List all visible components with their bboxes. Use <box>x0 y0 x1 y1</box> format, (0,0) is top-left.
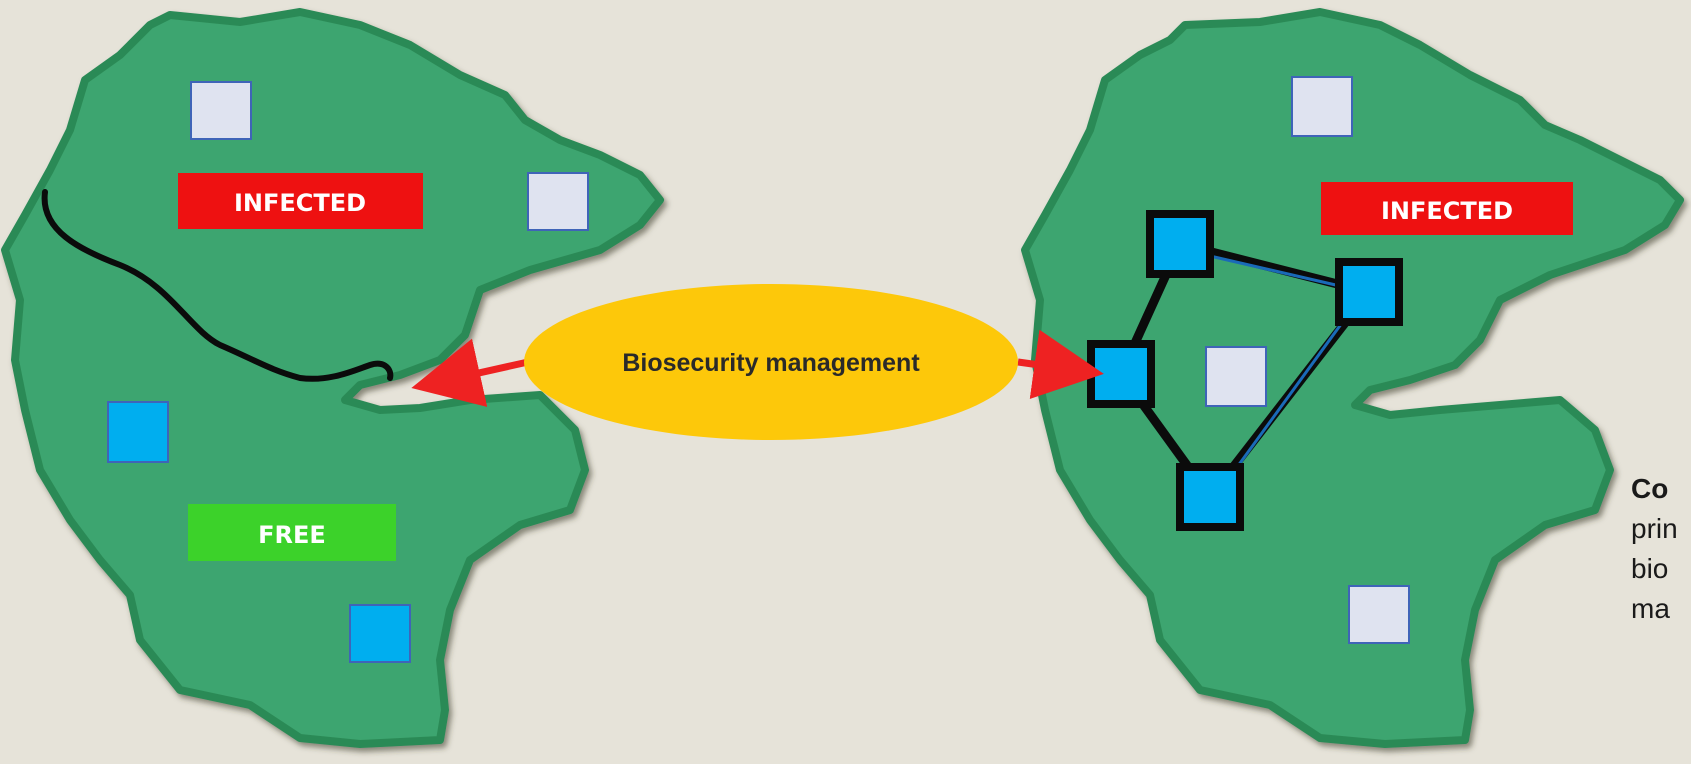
arrow-to-right-region <box>1017 329 1104 399</box>
farm-empty-icon <box>1291 76 1353 137</box>
network-farm-icon <box>1335 258 1403 326</box>
farm-empty-icon <box>1205 346 1267 407</box>
farm-managed-icon <box>107 401 169 463</box>
network-farm-icon <box>1146 210 1214 278</box>
side-caption-line-4: ma <box>1631 593 1670 624</box>
farm-empty-icon <box>1348 585 1410 644</box>
right-region: INFECTED <box>1021 8 1684 748</box>
left-region: INFECTED FREE <box>1 8 664 748</box>
side-caption-line-2: prin <box>1631 513 1678 544</box>
left-free-text: FREE <box>258 521 326 549</box>
side-caption-line-1: Co <box>1631 473 1668 504</box>
arrow-to-left-region <box>411 338 529 407</box>
right-infected-text: INFECTED <box>1381 197 1513 225</box>
network-farm-icon <box>1087 340 1155 408</box>
left-infected-label: INFECTED <box>178 173 423 229</box>
farm-empty-icon <box>527 172 589 231</box>
infection-boundary-line <box>41 189 394 382</box>
side-caption: Co prin bio ma <box>1631 473 1678 624</box>
network-farm-icon <box>1176 463 1244 531</box>
left-free-label: FREE <box>188 504 396 561</box>
biosecurity-management-node: Biosecurity management <box>524 284 1018 440</box>
management-text: Biosecurity management <box>622 349 920 377</box>
farm-managed-icon <box>349 604 411 663</box>
side-caption-line-3: bio <box>1631 553 1668 584</box>
left-infected-text: INFECTED <box>234 189 366 217</box>
farm-empty-icon <box>190 81 252 140</box>
right-infected-label: INFECTED <box>1321 182 1573 235</box>
